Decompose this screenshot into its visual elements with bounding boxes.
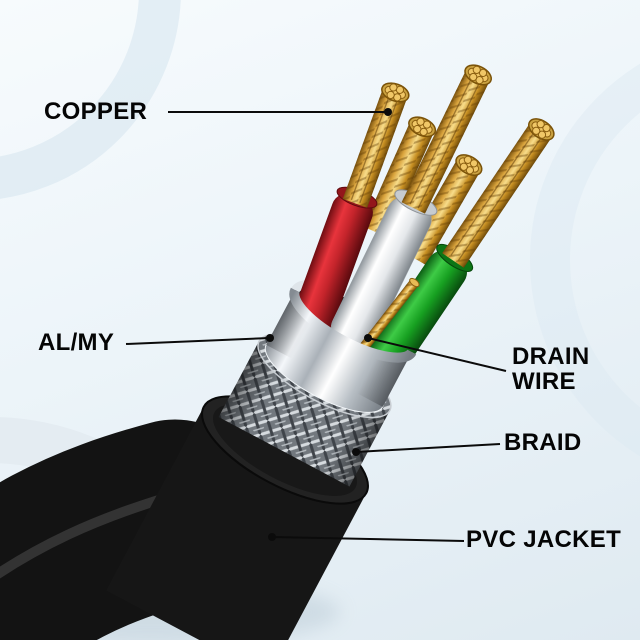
al-my-leader-line [125,337,271,345]
braid-leader-line [355,443,501,453]
al-my-leader-dot [266,334,274,342]
foil-ring-front [289,287,417,363]
leader-lines [125,108,507,542]
pvc-jacket-label: PVC JACKET [466,526,622,553]
braid-label: BRAID [504,429,582,456]
red-copper-bundle [342,78,413,208]
green-copper-bundle [442,113,559,268]
copper-leader-dot [384,108,392,116]
drain-wire-label-line2: WIRE [512,368,576,395]
copper-label: COPPER [44,98,148,125]
inner-wires [291,60,559,385]
al-my-label: AL/MY [38,329,115,356]
drain-wire-label: DRAIN WIRE [512,344,590,394]
braid-leader-dot [352,448,360,456]
drain-wire-leader-line [367,337,507,372]
copper-bundle-back-1 [363,112,440,238]
white-copper-bundle [401,60,496,214]
red-wire-graphic [291,78,413,340]
pvc-jacket-leader-dot [268,533,276,541]
white-wire-graphic [330,60,496,351]
pvc-jacket-leader-line [271,536,465,542]
drain-wire-label-line1: DRAIN [512,343,590,370]
green-wire-graphic [361,113,559,385]
drain-wire-leader-dot [364,334,372,342]
